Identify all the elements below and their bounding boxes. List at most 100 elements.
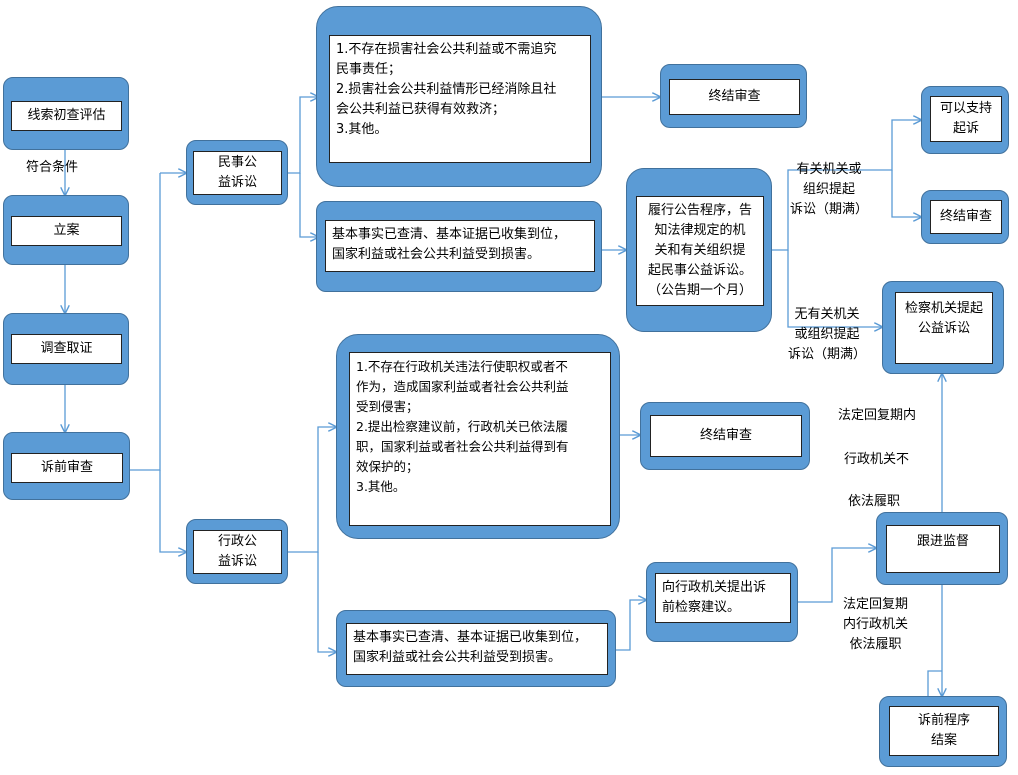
pre-end-line-2: 结案 <box>930 733 957 748</box>
admin-cond-line-1: 1.不存在行政机关违法行使职权或者不 <box>356 359 568 374</box>
investigate-text: 调查取证 <box>11 334 122 364</box>
announce-text: 履行公告程序，告 知法律规定的机 关和有关组织提 起民事公益诉讼。 （公告期一个… <box>636 196 764 306</box>
follow-up-node: 跟进监督 <box>876 512 1008 585</box>
civil-line-2: 益诉讼 <box>217 175 257 190</box>
perform-label: 法定回复期 内行政机关 依法履职 <box>843 595 908 655</box>
announce-node: 履行公告程序，告 知法律规定的机 关和有关组织提 起民事公益诉讼。 （公告期一个… <box>626 168 772 332</box>
civil-facts-line-1: 基本事实已查清、基本证据已收集到位， <box>332 227 567 242</box>
no-org-line-2: 或组织提起 <box>794 327 860 342</box>
not-perform-label: 法定回复期内 行政机关不 依法履职 <box>836 406 916 512</box>
no-org-label: 无有关机关 或组织提起 诉讼（期满） <box>788 305 866 365</box>
admin-cond-line-6: 效保护的； <box>356 459 419 474</box>
perform-line-1: 法定回复期 <box>843 597 909 612</box>
announce-line-5: （公告期一个月） <box>647 283 752 298</box>
admin-conditions-text: 1.不存在行政机关违法行使职权或者不 作为，造成国家利益或者社会公共利益 受到侵… <box>349 352 611 526</box>
edge-review-split <box>130 173 161 471</box>
civil-litigation-text: 民事公 益诉讼 <box>193 151 282 195</box>
pre-review-node: 诉前审查 <box>3 432 130 500</box>
can-support-line-1: 可以支持 <box>939 101 992 116</box>
civil-facts-text: 基本事实已查清、基本证据已收集到位， 国家利益或社会公共利益受到损害。 <box>325 220 595 272</box>
pre-end-line-1: 诉前程序 <box>917 713 970 728</box>
edge-admin-to-facts <box>317 552 336 652</box>
announce-line-4: 起民事公益诉讼。 <box>647 263 752 278</box>
investigate-node: 调查取证 <box>3 313 129 385</box>
suggest-line-2: 前检察建议。 <box>662 600 741 615</box>
admin-line-1: 行政公 <box>217 534 257 549</box>
admin-facts-node: 基本事实已查清、基本证据已收集到位， 国家利益或社会公共利益受到损害。 <box>336 610 616 687</box>
civil-conditions-node: 1.不存在损害社会公共利益或不需追究 民事责任； 2.损害社会公共利益情形已经消… <box>316 6 602 187</box>
admin-cond-line-5: 职，国家利益或者社会公共利益得到有 <box>356 439 569 454</box>
not-perform-line-2: 行政机关不 <box>844 452 910 467</box>
admin-cond-line-3: 受到侵害； <box>356 399 419 414</box>
has-org-line-3: 诉讼（期满） <box>790 202 869 217</box>
suggest-text: 向行政机关提出诉 前检察建议。 <box>655 573 791 623</box>
civil-end-node: 终结审查 <box>660 64 807 128</box>
procuratorate-sue-text: 检察机关提起 公益诉讼 <box>895 292 993 364</box>
admin-line-2: 益诉讼 <box>217 554 257 569</box>
civil-conditions-text: 1.不存在损害社会公共利益或不需追究 民事责任； 2.损害社会公共利益情形已经消… <box>329 35 591 163</box>
admin-litigation-text: 行政公 益诉讼 <box>193 530 282 574</box>
perform-line-2: 内行政机关 <box>843 617 909 632</box>
procuratorate-line-1: 检察机关提起 <box>904 301 983 316</box>
admin-cond-line-4: 2.提出检察建议前，行政机关已依法履 <box>356 419 568 434</box>
has-org-line-1: 有关机关或 <box>796 162 862 177</box>
clue-eval-node: 线索初查评估 <box>3 77 129 150</box>
qualified-label: 符合条件 <box>26 160 79 175</box>
edge-civil-split <box>288 97 318 174</box>
admin-end-node: 终结审查 <box>640 402 810 470</box>
has-org-line-2: 组织提起 <box>803 182 856 197</box>
edge-suggest-to-follow <box>798 548 876 603</box>
can-support-node: 可以支持 起诉 <box>921 86 1009 154</box>
procuratorate-line-2: 公益诉讼 <box>917 321 970 336</box>
end-review2-text: 终结审查 <box>930 200 1002 234</box>
announce-line-1: 履行公告程序，告 <box>647 203 752 218</box>
suggest-node: 向行政机关提出诉 前检察建议。 <box>646 562 798 642</box>
admin-litigation-node: 行政公 益诉讼 <box>186 519 288 584</box>
announce-line-3: 关和有关组织提 <box>654 243 746 258</box>
civil-cond-line-1: 1.不存在损害社会公共利益或不需追究 <box>336 42 557 57</box>
edge-review-to-admin <box>159 470 186 552</box>
civil-litigation-node: 民事公 益诉讼 <box>186 140 288 205</box>
civil-cond-line-4: 会公共利益已获得有效救济； <box>336 102 506 117</box>
announce-line-2: 知法律规定的机 <box>654 223 746 238</box>
not-perform-line-1: 法定回复期内 <box>838 408 917 423</box>
edge-to-end-review2 <box>891 170 921 217</box>
edge-admin-facts-to-suggest <box>616 600 646 651</box>
edge-announce-split <box>772 120 921 251</box>
clue-eval-text: 线索初查评估 <box>11 101 122 131</box>
civil-cond-line-3: 2.损害社会公共利益情形已经消除且社 <box>336 82 557 97</box>
admin-cond-line-2: 作为，造成国家利益或者社会公共利益 <box>356 379 569 394</box>
admin-cond-line-7: 3.其他。 <box>356 479 406 494</box>
can-support-text: 可以支持 起诉 <box>930 96 1002 142</box>
pre-end-node: 诉前程序 结案 <box>879 696 1007 767</box>
pre-review-text: 诉前审查 <box>11 453 123 483</box>
civil-end-text: 终结审查 <box>669 79 800 115</box>
perform-line-3: 依法履职 <box>849 637 902 652</box>
admin-end-text: 终结审查 <box>650 415 802 457</box>
admin-facts-line-1: 基本事实已查清、基本证据已收集到位， <box>353 630 588 645</box>
admin-facts-line-2: 国家利益或社会公共利益受到损害。 <box>353 650 562 665</box>
edge-civil-to-facts <box>299 173 318 237</box>
edge-admin-split <box>288 427 336 553</box>
end-review2-node: 终结审查 <box>921 190 1009 244</box>
file-case-node: 立案 <box>3 195 129 265</box>
edge-to-procuratorate <box>787 250 882 327</box>
can-support-line-2: 起诉 <box>952 121 979 136</box>
no-org-line-3: 诉讼（期满） <box>788 347 867 362</box>
civil-line-1: 民事公 <box>217 155 257 170</box>
civil-facts-node: 基本事实已查清、基本证据已收集到位， 国家利益或社会公共利益受到损害。 <box>316 201 602 292</box>
admin-conditions-node: 1.不存在行政机关违法行使职权或者不 作为，造成国家利益或者社会公共利益 受到侵… <box>336 334 620 539</box>
admin-facts-text: 基本事实已查清、基本证据已收集到位， 国家利益或社会公共利益受到损害。 <box>346 623 608 675</box>
no-org-line-1: 无有关机关 <box>794 307 860 322</box>
file-case-text: 立案 <box>11 216 122 246</box>
civil-facts-line-2: 国家利益或社会公共利益受到损害。 <box>332 247 541 262</box>
procuratorate-sue-node: 检察机关提起 公益诉讼 <box>882 281 1004 374</box>
has-org-label: 有关机关或 组织提起 诉讼（期满） <box>790 160 868 220</box>
not-perform-line-3: 依法履职 <box>848 494 901 509</box>
civil-cond-line-2: 民事责任； <box>336 62 402 77</box>
edge-tick <box>927 670 942 696</box>
follow-up-text: 跟进监督 <box>886 525 1000 573</box>
civil-cond-line-5: 3.其他。 <box>336 122 388 137</box>
pre-end-text: 诉前程序 结案 <box>889 706 999 756</box>
